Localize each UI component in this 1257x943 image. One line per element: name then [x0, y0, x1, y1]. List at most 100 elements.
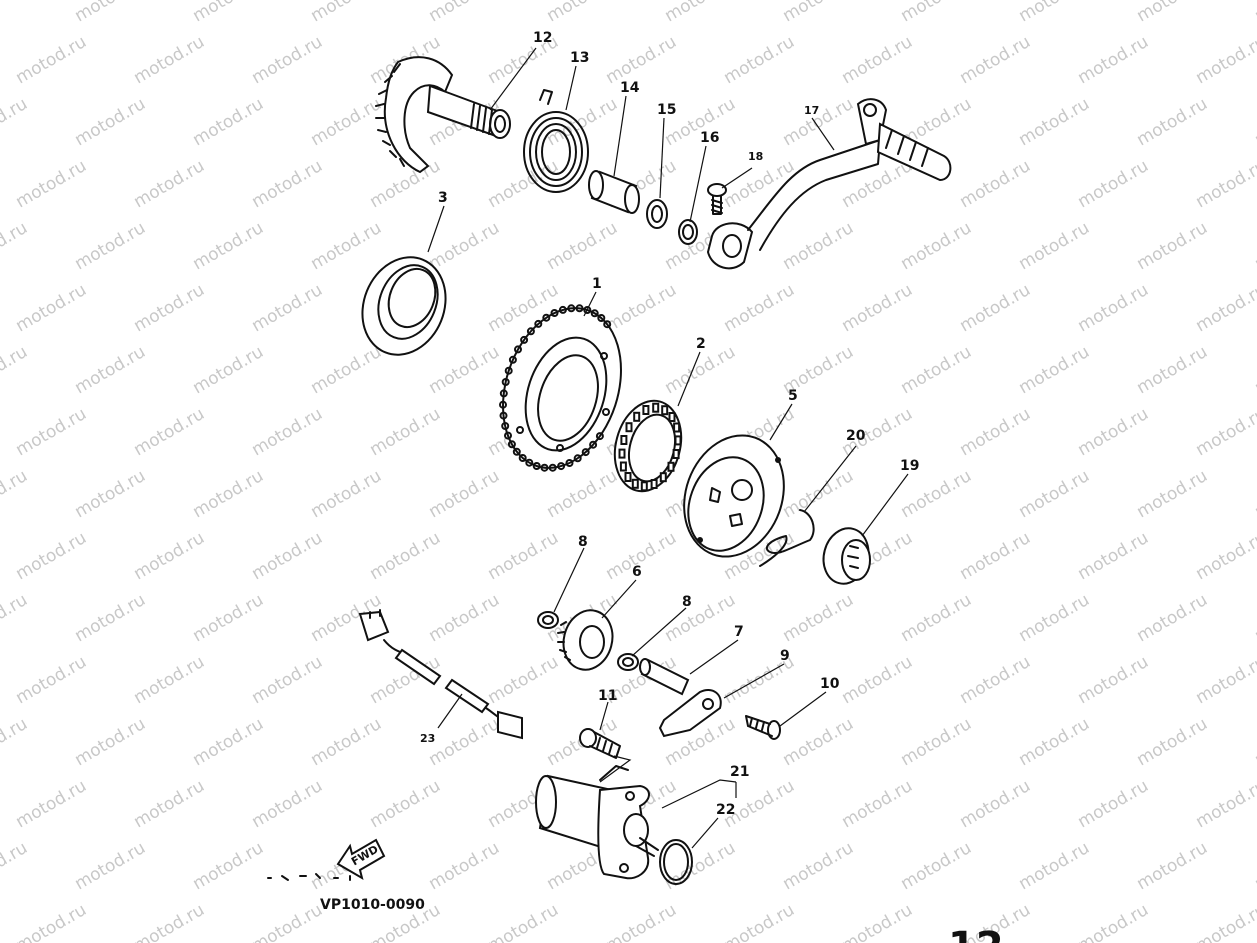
watermark-text: motod.ru [1251, 838, 1257, 894]
bearing-roller [650, 479, 658, 489]
label-19: 19 [900, 458, 919, 474]
watermark-text: motod.ru [366, 404, 444, 460]
gear-tooth [557, 462, 566, 471]
bearing-roller [674, 435, 682, 446]
watermark-text: motod.ru [1015, 218, 1093, 274]
watermark-text: motod.ru [1015, 838, 1093, 894]
bearing-roller [640, 481, 648, 492]
bearing-roller [652, 402, 660, 413]
watermark-text: motod.ru [425, 342, 503, 398]
watermark-text: motod.ru [897, 466, 975, 522]
page-number: 12 [948, 924, 1004, 943]
watermark-text: motod.ru [1192, 404, 1257, 460]
gear-tooth [558, 305, 567, 314]
watermark-text: motod.ru [897, 590, 975, 646]
gear-tooth [603, 320, 612, 329]
watermark-text: motod.ru [661, 838, 739, 894]
watermark-text: motod.ru [71, 590, 149, 646]
bearing-roller [659, 472, 667, 483]
watermark-text: motod.ru [1251, 218, 1257, 274]
watermark-text: motod.ru [1015, 342, 1093, 398]
gear-tooth [590, 309, 599, 318]
watermark-text: motod.ru [484, 156, 562, 212]
watermark-text: motod.ru [189, 342, 267, 398]
bearing-roller [624, 472, 632, 482]
part-2-clutch-bearing [613, 399, 683, 493]
gear-tooth [499, 389, 508, 398]
watermark-text: motod.ru [1192, 528, 1257, 584]
watermark-text: motod.ru [189, 590, 267, 646]
gear-tooth [512, 447, 521, 456]
watermark-text: motod.ru [897, 0, 975, 26]
watermark-text: motod.ru [956, 32, 1034, 88]
watermark-text: motod.ru [1133, 342, 1211, 398]
watermark-text: motod.ru [484, 900, 562, 943]
watermark-text: motod.ru [425, 838, 503, 894]
label-12: 12 [533, 30, 552, 46]
gear-tooth [540, 463, 549, 472]
watermark-text: motod.ru [425, 466, 503, 522]
gear-tooth [589, 440, 598, 449]
bearing-roller [673, 422, 681, 433]
watermark-text: motod.ru [1133, 218, 1211, 274]
gear-tooth [507, 440, 516, 449]
watermark-text: motod.ru [248, 280, 326, 336]
label-2: 2 [696, 336, 706, 352]
watermark-text: motod.ru [189, 94, 267, 150]
watermark-text: motod.ru [956, 156, 1034, 212]
watermark-text: motod.ru [1251, 714, 1257, 770]
watermark-text: motod.ru [838, 900, 916, 943]
watermark-text: motod.ru [543, 218, 621, 274]
watermark-text: motod.ru [0, 714, 31, 770]
watermark-text: motod.ru [779, 714, 857, 770]
watermark-text: motod.ru [12, 528, 90, 584]
watermark-text: motod.ru [189, 218, 267, 274]
watermark-text: motod.ru [1133, 590, 1211, 646]
watermark-text: motod.ru [779, 94, 857, 150]
watermark-text: motod.ru [130, 156, 208, 212]
diagram-code: VP1010-0090 [320, 897, 425, 913]
part-11-bolt [579, 728, 621, 759]
watermark-text: motod.ru [720, 280, 798, 336]
watermark-text: motod.ru [189, 838, 267, 894]
part-22-o-ring [659, 839, 693, 885]
label-20: 20 [846, 428, 866, 444]
watermark-text: motod.ru [1133, 0, 1211, 26]
gear-tooth [565, 459, 574, 467]
part-number-labels: 12 13 14 15 16 18 17 3 1 2 5 20 19 8 6 8… [420, 30, 919, 818]
watermark-text: motod.ru [0, 590, 31, 646]
gear-tooth [501, 422, 510, 430]
watermark-text: motod.ru [71, 714, 149, 770]
watermark-text: motod.ru [0, 218, 31, 274]
watermark-text: motod.ru [1192, 280, 1257, 336]
watermark-text: motod.ru [779, 0, 857, 26]
ring-gear-teeth [499, 304, 612, 472]
bearing-roller [672, 449, 680, 459]
label-13: 13 [570, 50, 589, 66]
part-6-gear [557, 609, 614, 671]
label-23: 23 [420, 732, 435, 745]
watermark-text: motod.ru [0, 94, 31, 150]
watermark-text: motod.ru [1251, 94, 1257, 150]
gear-tooth [532, 462, 541, 470]
part-20-spring-clip [759, 509, 815, 567]
gear-tooth [514, 345, 522, 354]
watermark-text: motod.ru [71, 342, 149, 398]
gear-tooth [508, 355, 517, 364]
watermark-text: motod.ru [1074, 528, 1152, 584]
watermark-text: motod.ru [1133, 714, 1211, 770]
label-7: 7 [734, 624, 744, 640]
gear-tooth [499, 411, 508, 420]
watermark-text: motod.ru [248, 32, 326, 88]
label-15: 15 [657, 102, 676, 118]
watermark-text: motod.ru [130, 900, 208, 943]
watermark-text: motod.ru [130, 652, 208, 708]
watermark-text: motod.ru [248, 776, 326, 832]
watermark-text: motod.ru [897, 838, 975, 894]
gear-tooth [501, 378, 510, 386]
watermark-text: motod.ru [543, 94, 621, 150]
watermark-text: motod.ru [71, 838, 149, 894]
label-3: 3 [438, 190, 448, 206]
watermark-text: motod.ru [0, 342, 31, 398]
